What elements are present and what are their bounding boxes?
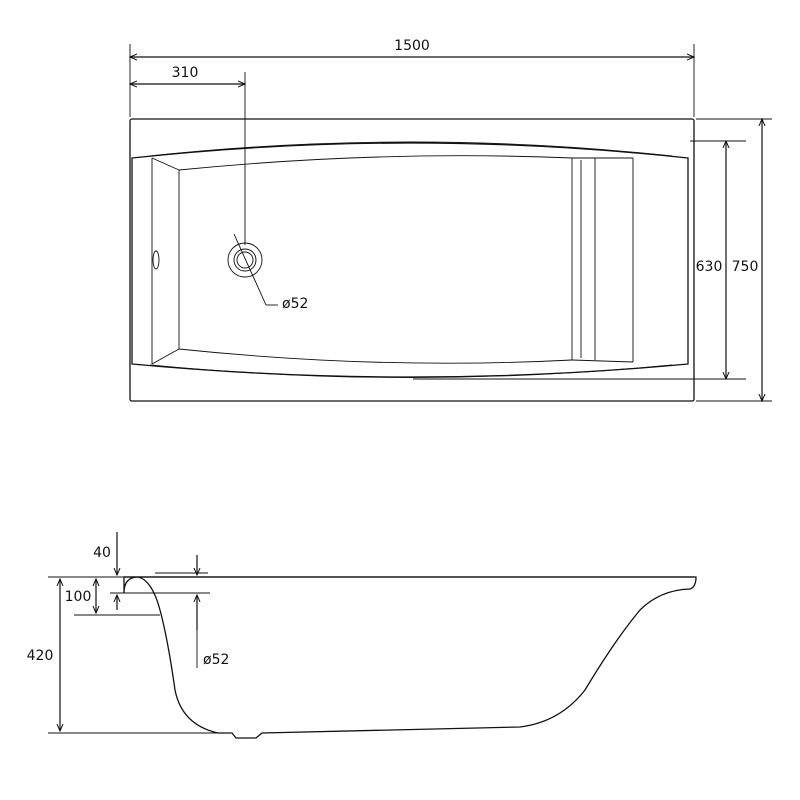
dim-height-label: 420 (27, 648, 54, 664)
side-view: 40 100 420 ø52 (27, 532, 697, 739)
dim-drain-offset-label: 310 (172, 65, 199, 81)
dim-length-label: 1500 (394, 38, 430, 54)
tub-outer-rim (129, 118, 695, 402)
dim-inner-width-label: 630 (696, 259, 723, 275)
overflow-icon (152, 250, 160, 270)
left-end-panel (151, 157, 180, 365)
dim-overflow-depth-label: 100 (65, 589, 92, 605)
dim-rim-thickness-label: 40 (93, 545, 111, 561)
tub-side-profile (123, 576, 697, 739)
tub-inner-basin (131, 142, 689, 378)
backrest-panel (571, 157, 634, 363)
drain-icon (227, 242, 263, 278)
dim-overflow-diameter-label: ø52 (203, 652, 229, 668)
dim-outer-width-label: 750 (732, 259, 759, 275)
dim-drain-diameter-label: ø52 (282, 296, 308, 312)
top-view: 1500 310 630 750 ø52 (130, 38, 772, 401)
